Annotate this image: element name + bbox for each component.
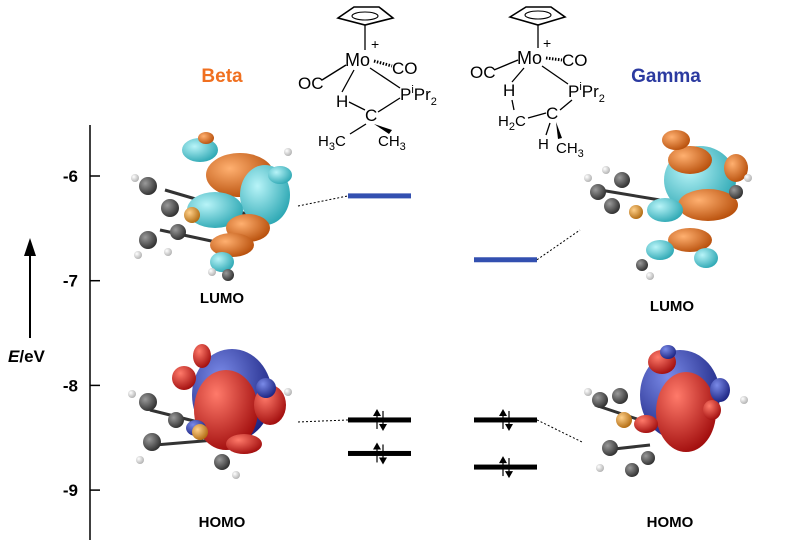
- gamma-co-right: CO: [562, 51, 588, 70]
- gamma-metal: Mo: [517, 48, 542, 68]
- energy-axis: -6 -7 -8 -9 E/eV: [8, 125, 100, 540]
- beta-co-left: OC: [298, 74, 324, 93]
- beta-carbon: C: [365, 106, 377, 125]
- beta-lumo-label: LUMO: [200, 290, 244, 307]
- gamma-ch-h: H: [538, 136, 549, 153]
- axis-tick-label: -9: [63, 481, 78, 500]
- gamma-homo-orbital: [584, 345, 748, 477]
- beta-phosphorus: PiPr2: [400, 84, 437, 108]
- beta-methyl-left: H3C: [318, 133, 346, 153]
- beta-metal: Mo: [345, 50, 370, 70]
- gamma-occupied-level-1-spin-up-head: [499, 408, 507, 416]
- gamma-co-left: OC: [470, 63, 496, 82]
- axis-label-unit: /eV: [19, 347, 45, 366]
- gamma-lumo-connector: [536, 229, 581, 261]
- beta-cp-ring: [336, 6, 395, 26]
- gamma-ch2: H2C: [498, 113, 526, 133]
- gamma-carbon: C: [546, 104, 558, 123]
- beta-co-right: CO: [392, 59, 418, 78]
- gamma-title: Gamma: [631, 66, 701, 87]
- beta-occupied-level-2: [348, 450, 411, 456]
- gamma-methyl: CH3: [556, 140, 584, 160]
- gamma-homo-label: HOMO: [647, 514, 694, 531]
- axis-tick-label: -6: [63, 167, 78, 186]
- beta-agostic-h: H: [336, 92, 348, 111]
- energy-levels: [297, 193, 583, 479]
- beta-homo-orbital: [128, 344, 292, 479]
- axis-tick-label: -7: [63, 272, 78, 291]
- axis-label: E/eV: [8, 347, 46, 366]
- gamma-phosphorus: PiPr2: [568, 81, 605, 105]
- beta-occupied-level-1-spin-up-head: [373, 408, 381, 416]
- beta-lumo-connector: [297, 195, 349, 207]
- gamma-lumo-orbital: [584, 130, 752, 280]
- beta-lumo-orbital: [131, 132, 292, 281]
- axis-tick-label: -8: [63, 376, 78, 395]
- gamma-lumo-level: [474, 257, 537, 263]
- gamma-structure: + Mo OC CO H PiPr2 H2C C H CH3: [470, 6, 605, 160]
- gamma-agostic-h: H: [503, 81, 515, 100]
- beta-title: Beta: [201, 66, 243, 87]
- gamma-occupied-level-1-spin-down-head: [505, 423, 513, 431]
- axis-arrow-head: [24, 238, 36, 256]
- beta-occupied-level-2-spin-up-head: [373, 442, 381, 450]
- beta-methyl-right: CH3: [378, 133, 406, 153]
- gamma-occupied-level-2: [474, 464, 537, 470]
- beta-charge: +: [371, 36, 379, 52]
- beta-homo-connector: [297, 419, 349, 423]
- beta-occupied-level-2-spin-down-head: [379, 457, 387, 465]
- gamma-cp-ring: [508, 6, 567, 26]
- gamma-occupied-level-2-spin-up-head: [499, 456, 507, 464]
- gamma-homo-connector: [536, 419, 583, 443]
- gamma-lumo-label: LUMO: [650, 298, 694, 315]
- beta-occupied-level-1: [348, 417, 411, 423]
- beta-lumo-level: [348, 193, 411, 199]
- gamma-occupied-level-1: [474, 417, 537, 423]
- axis-label-symbol: E: [8, 347, 20, 366]
- gamma-occupied-level-2-spin-down-head: [505, 471, 513, 479]
- beta-occupied-level-1-spin-down-head: [379, 423, 387, 431]
- beta-homo-label: HOMO: [199, 514, 246, 531]
- beta-structure: + Mo OC CO H PiPr2 C H3C CH3: [298, 6, 437, 153]
- gamma-charge: +: [543, 35, 551, 51]
